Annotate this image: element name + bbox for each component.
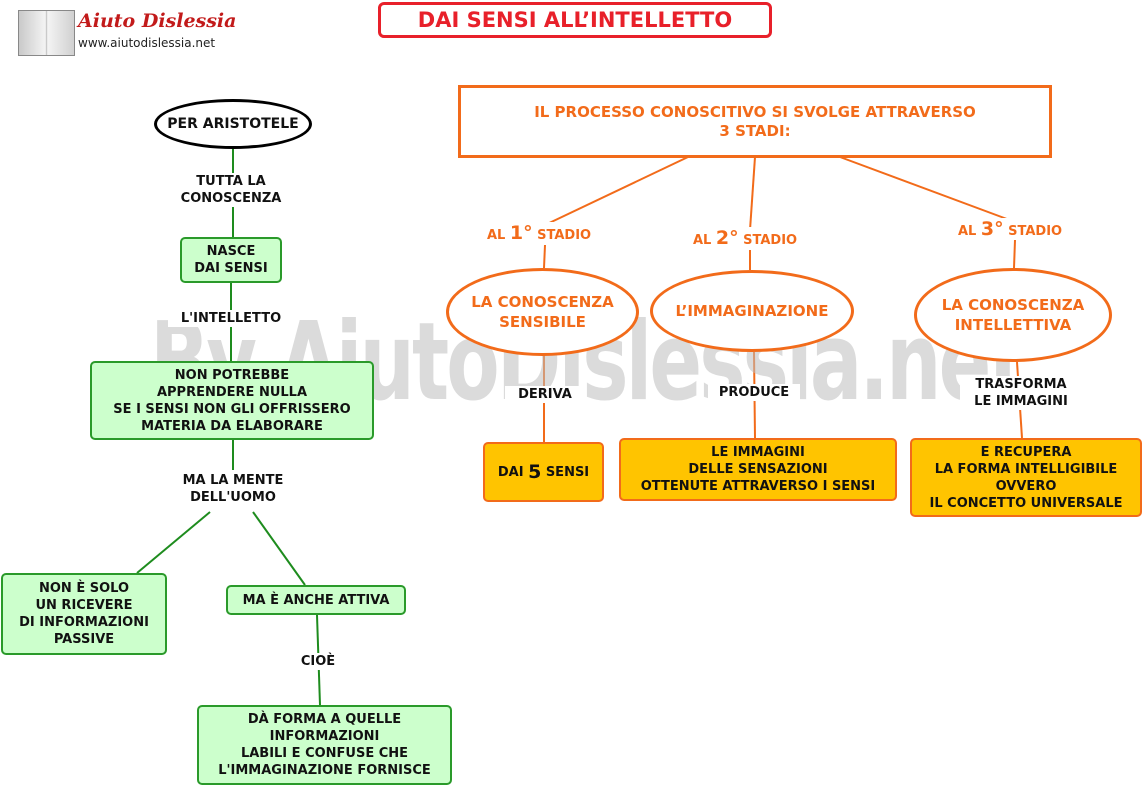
stage-3-number: 3° [980,218,1004,240]
node-dai-5-sensi: DAI 5 SENSI [483,442,604,502]
stage-2-label: AL 2° STADIO [693,227,798,249]
link-ma-la-mente: MA LA MENTE DELL'UOMO [168,472,298,506]
stage-1-prefix: AL [487,228,510,243]
result-1-post: SENSI [541,464,590,480]
link-cioe: CIOÈ [288,653,348,670]
stage-1-number: 1° [509,222,533,244]
node-conoscenza-intellettiva: LA CONOSCENZA INTELLETTIVA [914,268,1112,362]
stage-3-prefix: AL [958,224,981,239]
node-da-forma: DÀ FORMA A QUELLE INFORMAZIONI LABILI E … [197,705,452,785]
node-conoscenza-sensibile: LA CONOSCENZA SENSIBILE [446,268,639,356]
node-ma-e-anche-attiva: MA È ANCHE ATTIVA [226,585,406,615]
node-processo-conoscitivo: IL PROCESSO CONOSCITIVO SI SVOLGE ATTRAV… [458,85,1052,158]
link-tutta-la-conoscenza: TUTTA LA CONOSCENZA [168,173,294,207]
result-1-pre: DAI [497,464,529,480]
node-immaginazione: L’IMMAGINAZIONE [650,270,854,352]
page-title: DAI SENSI ALL’INTELLETTO [378,2,772,38]
stage-1-suffix: STADIO [532,228,592,243]
node-non-potrebbe: NON POTREBBE APPRENDERE NULLA SE I SENSI… [90,361,374,440]
stage-2-prefix: AL [693,233,716,248]
link-deriva: DERIVA [505,386,585,403]
link-produce: PRODUCE [708,384,800,401]
site-logo[interactable]: Aiuto Dislessia www.aiutodislessia.net [18,10,236,56]
stage-2-suffix: STADIO [738,233,798,248]
node-le-immagini: LE IMMAGINI DELLE SENSAZIONI OTTENUTE AT… [619,438,897,501]
link-intelletto: L'INTELLETTO [168,310,294,327]
stage-3-label: AL 3° STADIO [958,218,1063,240]
node-non-e-solo: NON È SOLO UN RICEVERE DI INFORMAZIONI P… [1,573,167,655]
stage-2-number: 2° [715,227,739,249]
result-1-number: 5 [528,460,542,483]
book-icon [18,10,75,56]
stage-3-suffix: STADIO [1003,224,1063,239]
stage-1-label: AL 1° STADIO [487,222,592,244]
link-trasforma: TRASFORMA LE IMMAGINI [960,376,1082,410]
node-e-recupera: E RECUPERA LA FORMA INTELLIGIBILE OVVERO… [910,438,1142,517]
logo-name: Aiuto Dislessia [78,10,237,32]
node-per-aristotele: PER ARISTOTELE [154,99,312,149]
logo-url: www.aiutodislessia.net [78,36,216,50]
node-nasce-dai-sensi: NASCE DAI SENSI [180,237,282,283]
